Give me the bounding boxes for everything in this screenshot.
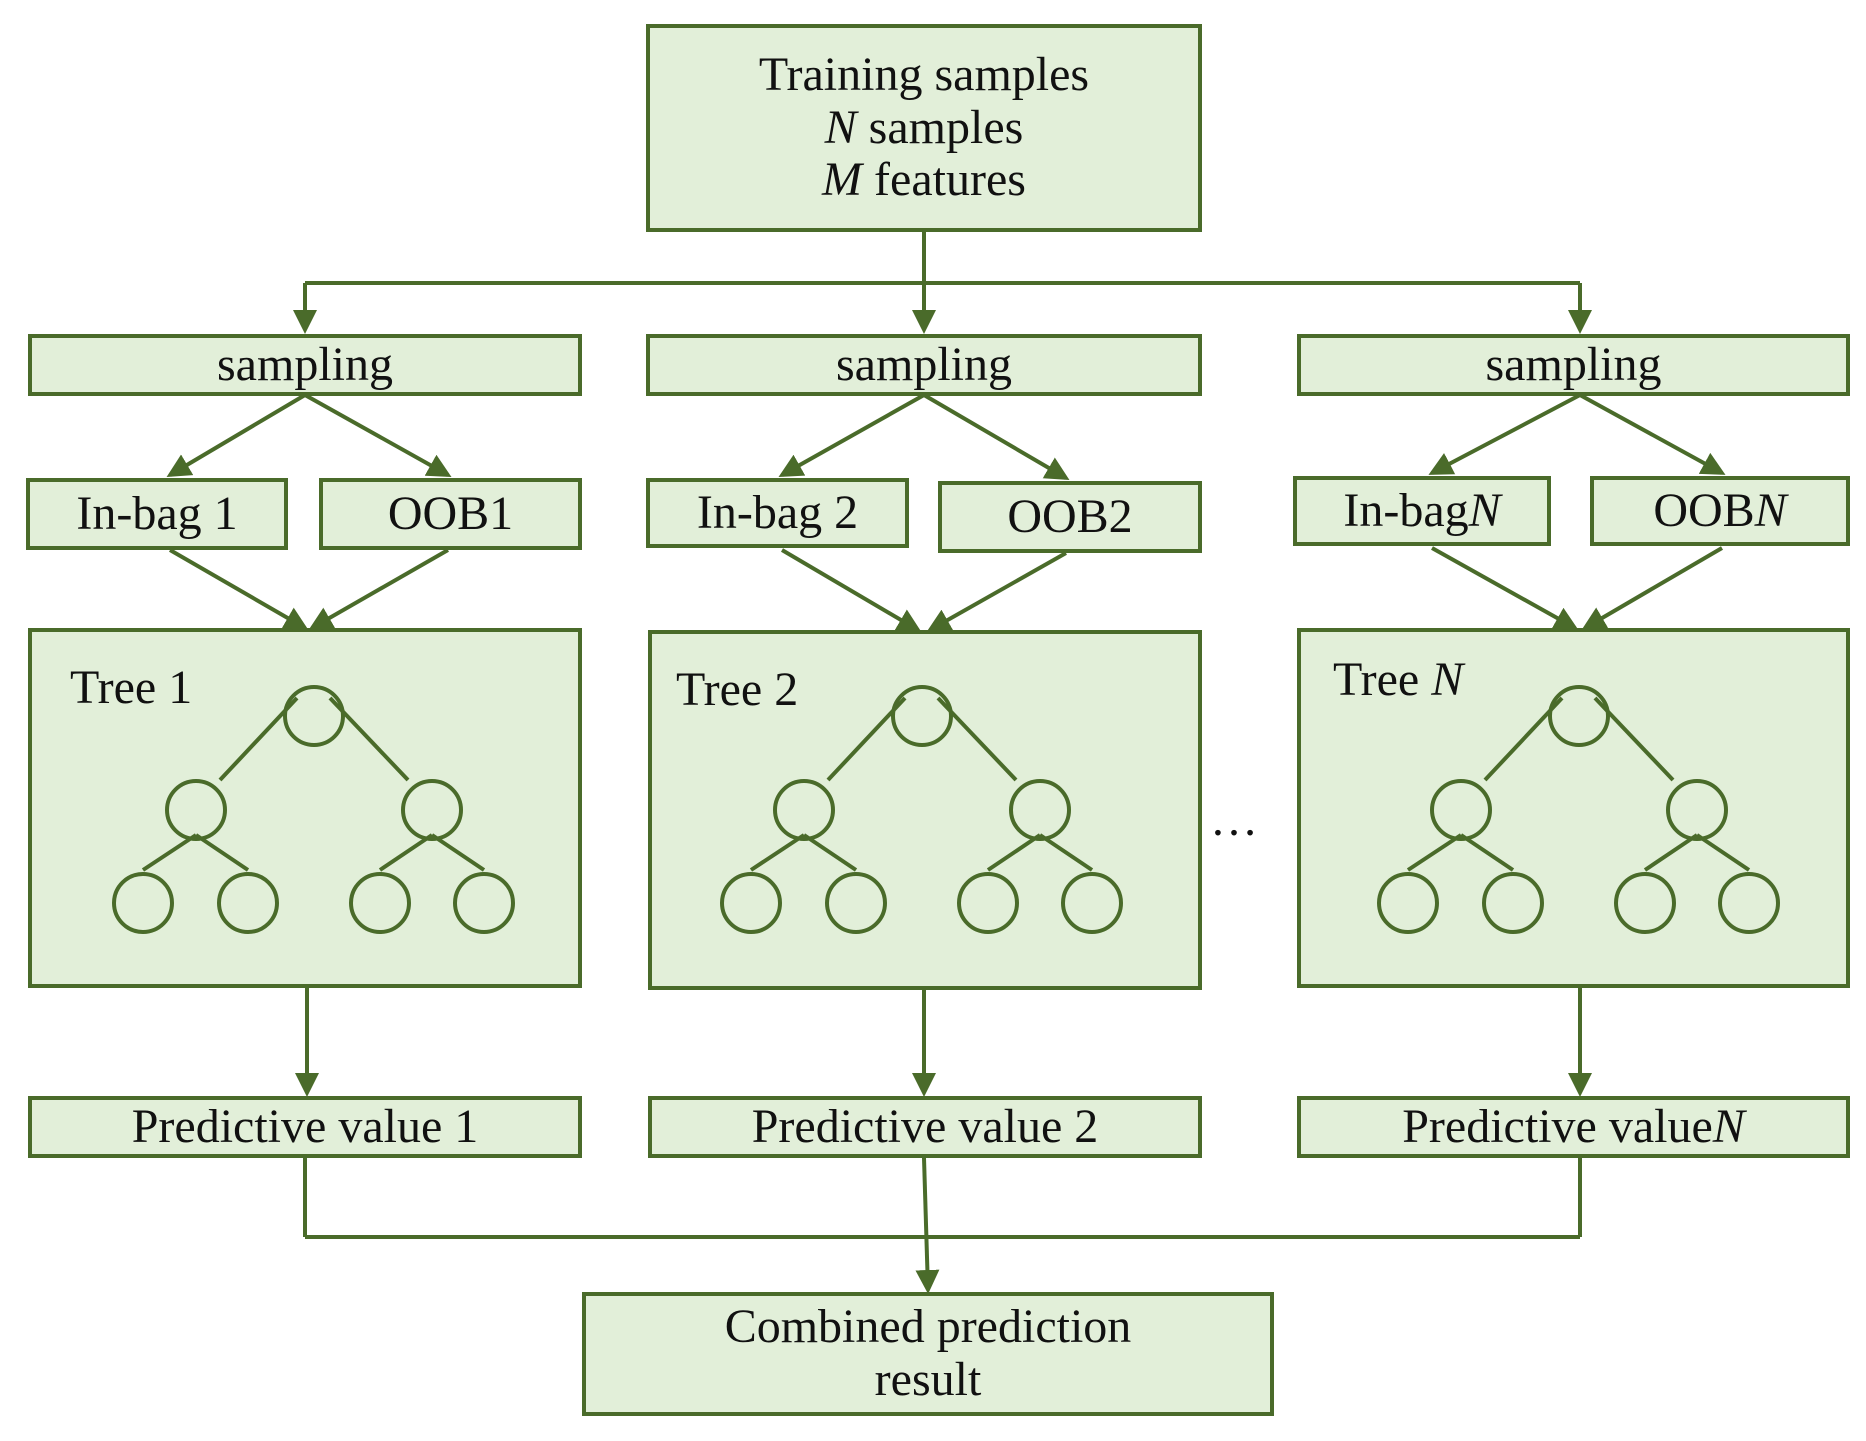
tree-box-3: Tree N	[1297, 628, 1850, 988]
tree-label-3: Tree N	[1333, 653, 1464, 706]
combined-result-box: Combined prediction result	[582, 1292, 1274, 1416]
arrow-sampling2-oob	[922, 393, 1070, 481]
arrow-sampling3-oob	[1579, 393, 1726, 475]
inbag-box-1: In-bag 1	[26, 478, 288, 550]
arrow-sampling2-inbag	[778, 393, 925, 477]
arrow-inbag1-tree	[168, 548, 309, 631]
combined-line-2: result	[874, 1353, 982, 1406]
arrow-oob3-tree	[1581, 546, 1724, 631]
tree-box-2: Tree 2	[648, 630, 1202, 990]
arrow-inbag3-tree	[1431, 546, 1579, 630]
arrow-inbag2-tree	[780, 548, 922, 633]
inbag-box-3: In-bag N	[1293, 476, 1551, 546]
training-n-samples: N samples	[824, 100, 1024, 154]
pred-box-3: Predictive value N	[1297, 1096, 1850, 1158]
tree-box-1: Tree 1	[28, 628, 582, 988]
tree-label-2: Tree 2	[676, 663, 799, 716]
sampling-box-2: sampling	[646, 334, 1202, 396]
arrow-sampling3-inbag	[1428, 393, 1581, 475]
oob-box-2: OOB2	[938, 481, 1202, 553]
arrow-sampling1-oob	[304, 393, 452, 477]
training-m-features: M features	[822, 153, 1026, 207]
pred-box-2: Predictive value 2	[648, 1096, 1202, 1158]
sampling-box-3: sampling	[1297, 334, 1850, 396]
training-title: Training samples	[758, 47, 1090, 101]
arrow-oob1-tree	[308, 548, 449, 630]
sampling-box-1: sampling	[28, 334, 582, 396]
tree-label-1: Tree 1	[70, 661, 193, 714]
pred-box-1: Predictive value 1	[28, 1096, 582, 1158]
arrow-to-combined	[915, 1157, 940, 1294]
arrow-oob2-tree	[926, 551, 1067, 632]
ellipsis: …	[1210, 793, 1262, 846]
inbag-box-2: In-bag 2	[646, 478, 909, 548]
oob-box-1: OOB1	[319, 478, 582, 550]
combined-line-1: Combined prediction	[724, 1300, 1132, 1354]
arrow-sampling1-inbag	[166, 393, 307, 478]
training-samples-box: Training samples N samples M features	[646, 24, 1202, 232]
